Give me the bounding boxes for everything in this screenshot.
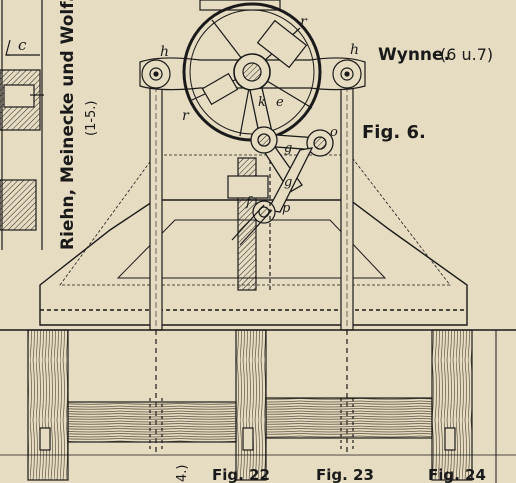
label-r-top: r (300, 14, 308, 30)
label-h-right: h (350, 42, 359, 58)
bottom-fig-a: Fig. 22 (212, 466, 270, 483)
right-column (340, 67, 354, 455)
side-title: Riehn, Meinecke und Wolf. (58, 0, 78, 250)
label-f: f (245, 195, 253, 210)
label-p: p (282, 201, 291, 216)
bottom-rotated: 4.) (175, 465, 190, 482)
figure-number: Fig. 6. (362, 122, 426, 143)
label-h-left: h (160, 44, 169, 60)
label-g1: g (284, 141, 292, 156)
left-column (149, 67, 163, 455)
side-refs: (1-5.) (84, 100, 99, 136)
top-frame (199, 0, 281, 11)
caption-title: Wynne. (378, 45, 450, 65)
foundation-timbers (0, 329, 516, 483)
lever-linkage (249, 87, 334, 213)
bottom-fig-b: Fig. 23 (316, 466, 374, 483)
label-g2: g (284, 175, 292, 190)
flywheel (182, 2, 322, 142)
bottom-fig-c: Fig. 24 (428, 466, 486, 483)
caption-refs: (6 u.7) (440, 45, 493, 64)
label-k: k (258, 95, 266, 110)
left-side-figure (0, 0, 44, 250)
label-e: e (276, 95, 284, 110)
press-slide (227, 157, 276, 291)
label-o: o (330, 125, 338, 140)
label-r-left: r (182, 108, 190, 124)
label-c: c (18, 36, 27, 54)
